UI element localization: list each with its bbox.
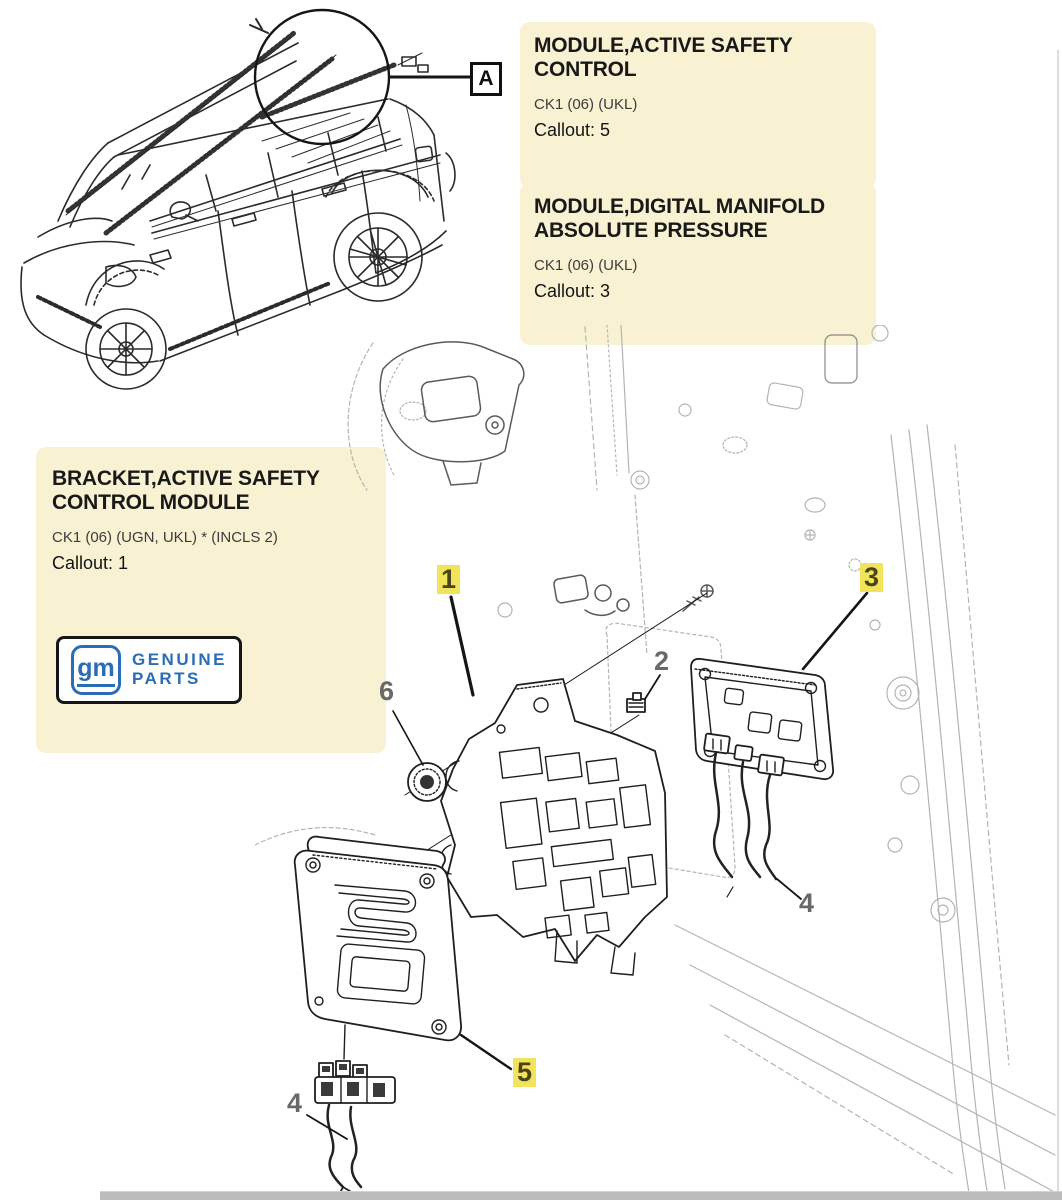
asc-s-groove [334,884,417,943]
panel-fixtures-linework [379,341,714,617]
gm-genuine-parts-logo: gm GENUINE PARTS [56,636,242,704]
dmap-connectors [703,732,785,777]
right-panel-divider [1057,50,1059,1200]
gm-logo-text: GENUINE PARTS [132,650,227,688]
grommet-drawing [407,762,447,802]
part-callout: Callout: 5 [534,120,611,141]
callout-leader-lines [306,591,869,1140]
horizontal-scrollbar[interactable] [100,1191,1062,1200]
detail-circle [253,8,470,146]
part-spec: CK1 (06) (UKL) [534,96,638,114]
gm-emblem-icon: gm [71,645,121,695]
bracket-drawing [439,678,668,976]
part-title: BRACKET,ACTIVE SAFETY CONTROL MODULE [52,467,320,515]
diagram-callout-3: 3 [860,563,884,592]
bracket-cutouts [498,746,657,939]
part-spec: CK1 (06) (UKL) [534,257,638,275]
part-spec: CK1 (06) (UGN, UKL) * (INCLS 2) [52,529,278,547]
part-callout: Callout: 3 [534,281,611,302]
asc-screws [305,857,447,1035]
vehicle-inset-drawing [20,8,470,390]
diagram-callout-2: 2 [654,646,670,676]
part-card-active-safety-module: MODULE,ACTIVE SAFETY CONTROL CK1 (06) (U… [520,22,876,188]
diagram-callout-1: 1 [437,565,461,594]
diagram-callout-6: 6 [379,676,395,706]
part-card-dmap-module: MODULE,DIGITAL MANIFOLD ABSOLUTE PRESSUR… [520,183,876,345]
asc-wires [326,1103,363,1195]
part-title: MODULE,ACTIVE SAFETY CONTROL [534,34,793,82]
asc-module-drawing [293,835,462,1195]
diagram-callout-4-right: 4 [799,888,815,918]
part-title: MODULE,DIGITAL MANIFOLD ABSOLUTE PRESSUR… [534,195,825,243]
asc-connector [314,1060,396,1104]
dmap-wires [712,751,778,898]
body-panel-linework [255,325,1061,1195]
diagram-callout-5: 5 [513,1058,537,1087]
part-callout: Callout: 1 [52,553,129,574]
view-a-label: A [470,62,502,96]
exploded-parts-diagram [255,325,1061,1195]
clip-drawing [626,692,646,713]
diagram-callout-4-left: 4 [287,1088,303,1118]
dmap-module-drawing [690,657,835,898]
